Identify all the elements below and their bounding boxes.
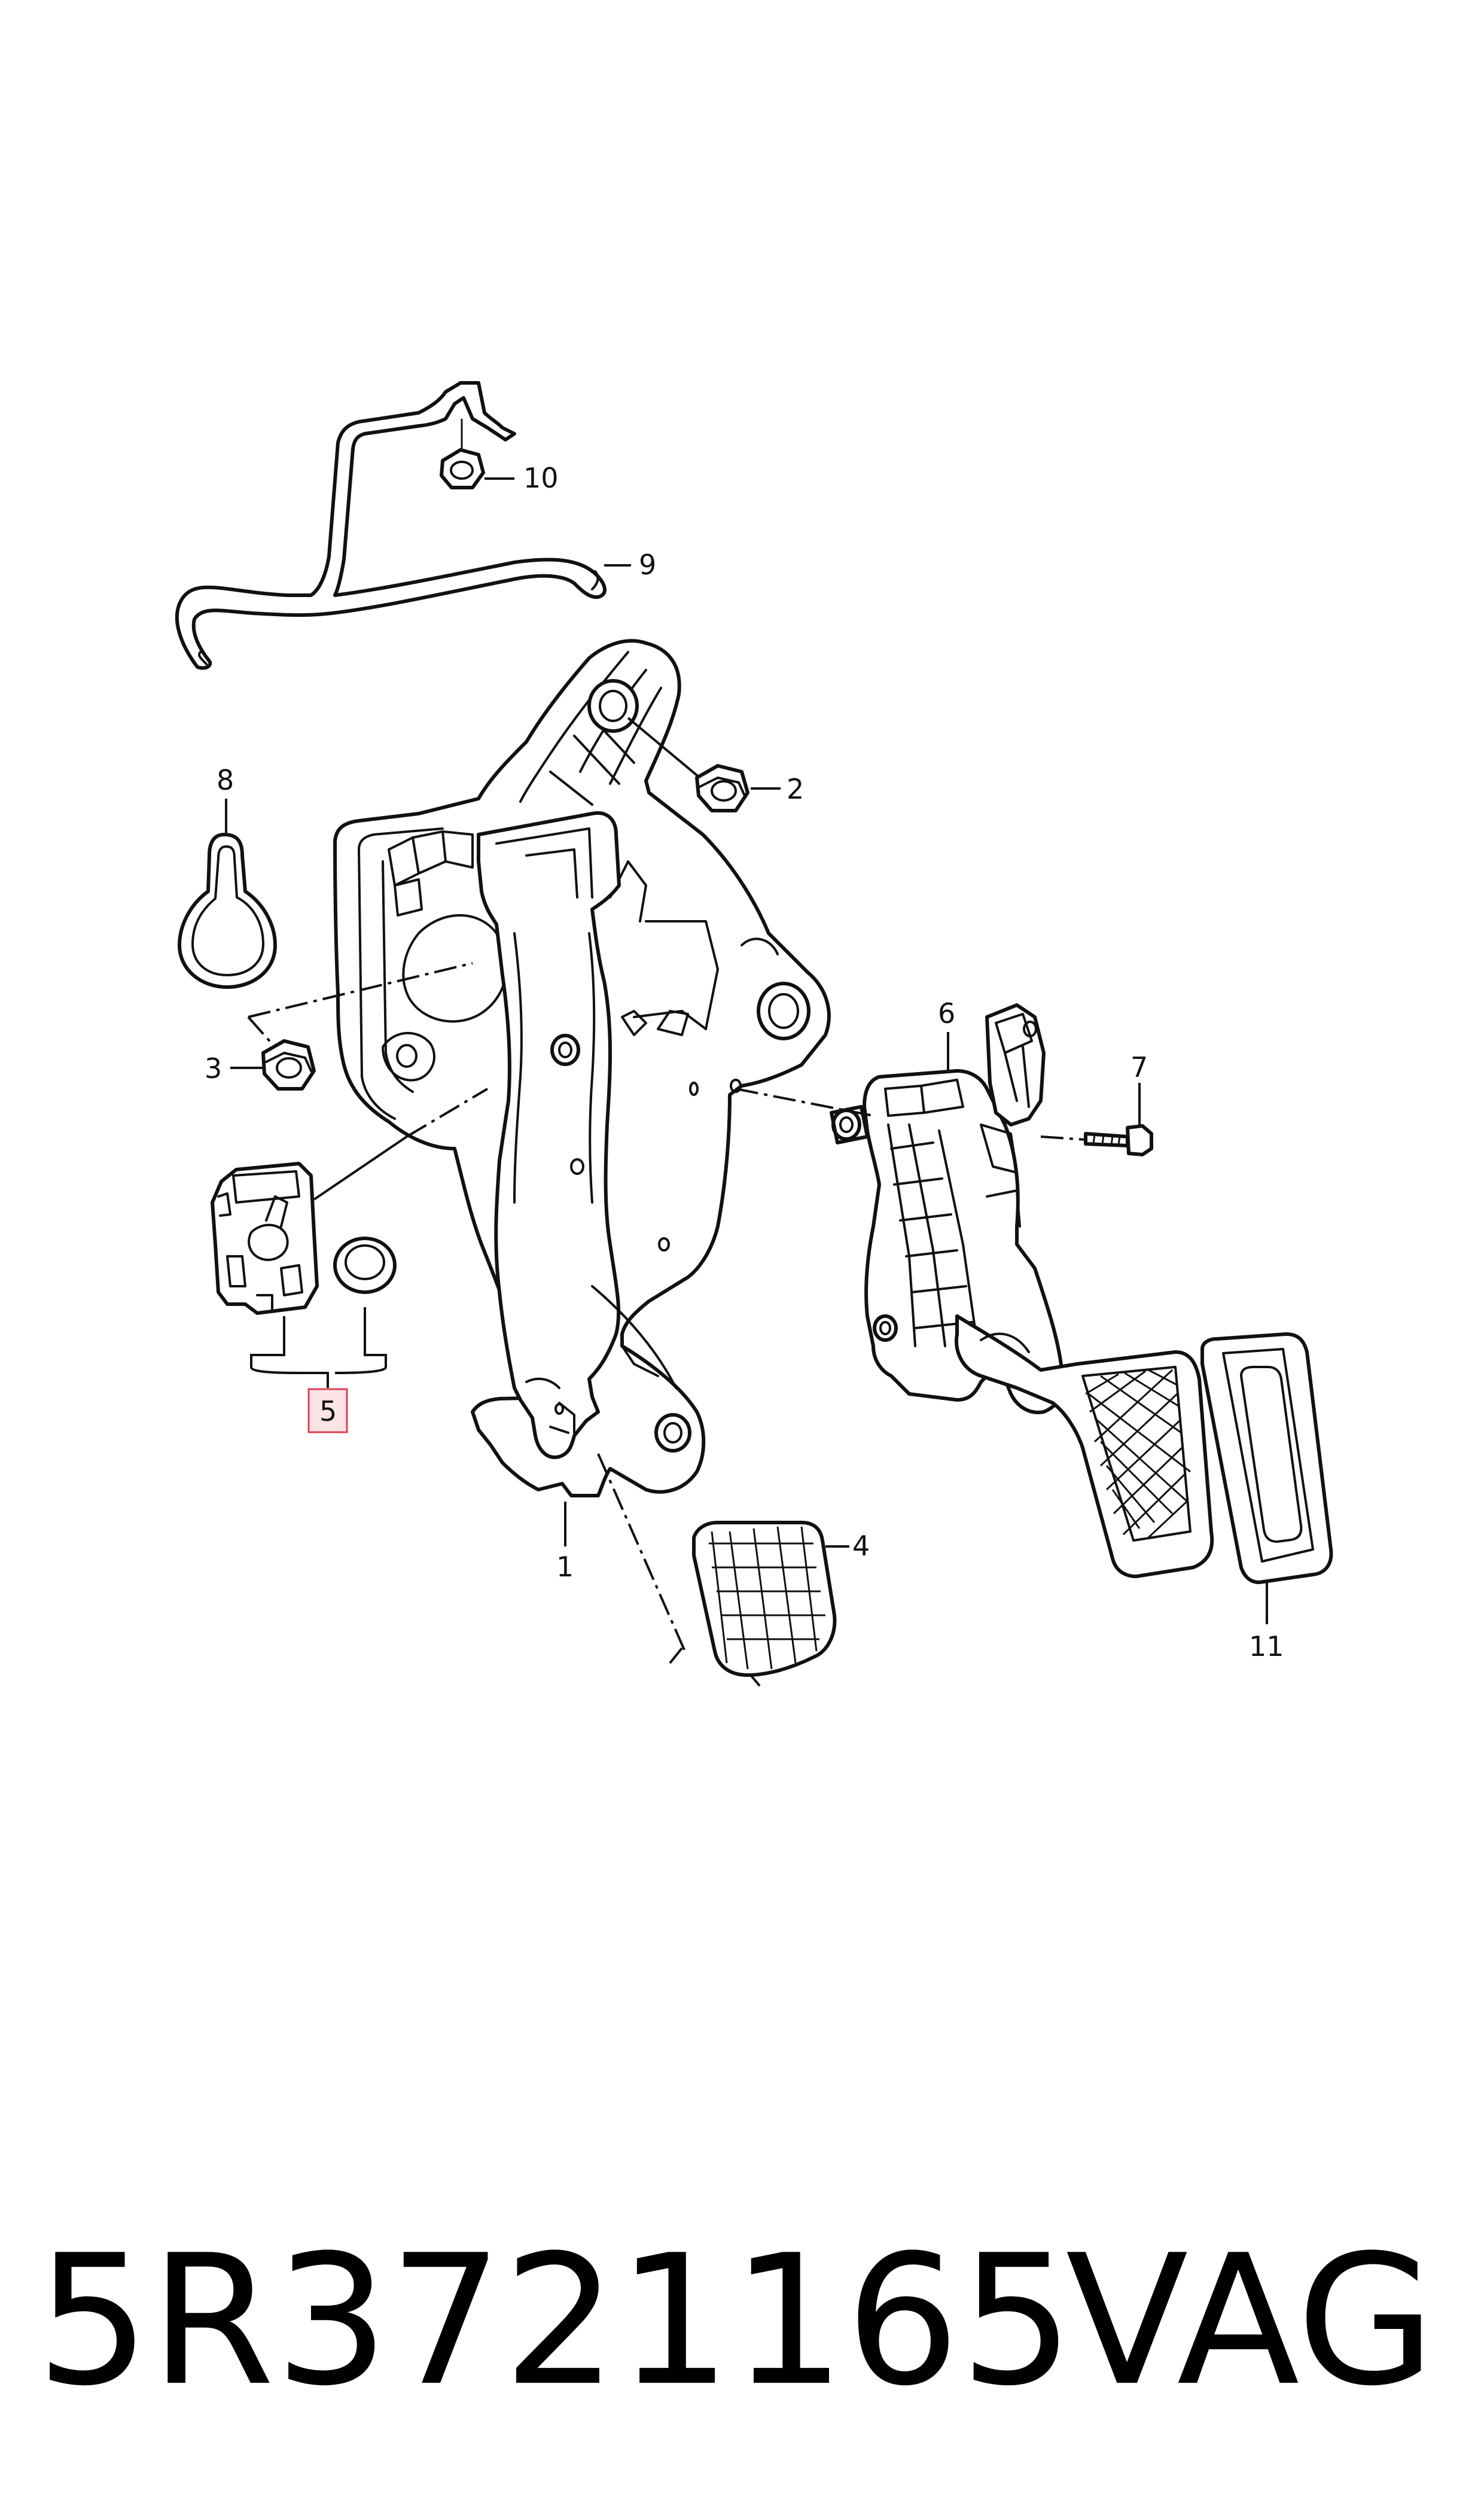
callout-9: 9	[639, 549, 656, 581]
part-number: 5R3721165	[36, 2216, 1074, 2425]
part-5-switch-kit	[211, 1088, 489, 1433]
part-6-accelerator-module	[735, 1003, 1065, 1414]
callout-5-highlight-box	[307, 1388, 348, 1433]
callout-3: 3	[205, 1052, 222, 1085]
callout-10: 10	[523, 462, 559, 494]
leader-lines	[484, 477, 631, 1546]
callout-2: 2	[787, 773, 804, 805]
part-number-footer: 5R3721165 VAG	[36, 2213, 1459, 2429]
brand-label: VAG	[1065, 2216, 1436, 2425]
part-11-pedal-cover	[1200, 1332, 1333, 1624]
part-4-brake-pad	[597, 1453, 849, 1687]
callout-5: 5	[319, 1395, 337, 1427]
callout-1: 1	[556, 1551, 574, 1583]
part-7-bolt	[1040, 1083, 1153, 1156]
callout-6: 6	[938, 997, 955, 1030]
callout-7: 7	[1130, 1051, 1148, 1083]
part-8-seal	[178, 799, 277, 989]
callout-11: 11	[1249, 1630, 1284, 1663]
callout-labels: 10 9 8 2 3 6 7 5 1 4 11	[205, 462, 1284, 1663]
part-1-pedal-arm	[477, 811, 691, 1459]
callout-4: 4	[852, 1530, 870, 1562]
part-10-nut	[440, 419, 485, 489]
callout-8: 8	[217, 764, 234, 796]
part-6-accelerator-pedal-pad	[955, 1314, 1214, 1578]
pedal-assembly-exploded-diagram: 10 9 8 2 3 6 7 5 1 4 11	[175, 381, 1333, 1687]
part-9-line	[175, 381, 607, 670]
part-2-nut	[627, 717, 781, 812]
part-3-nut	[230, 962, 473, 1091]
